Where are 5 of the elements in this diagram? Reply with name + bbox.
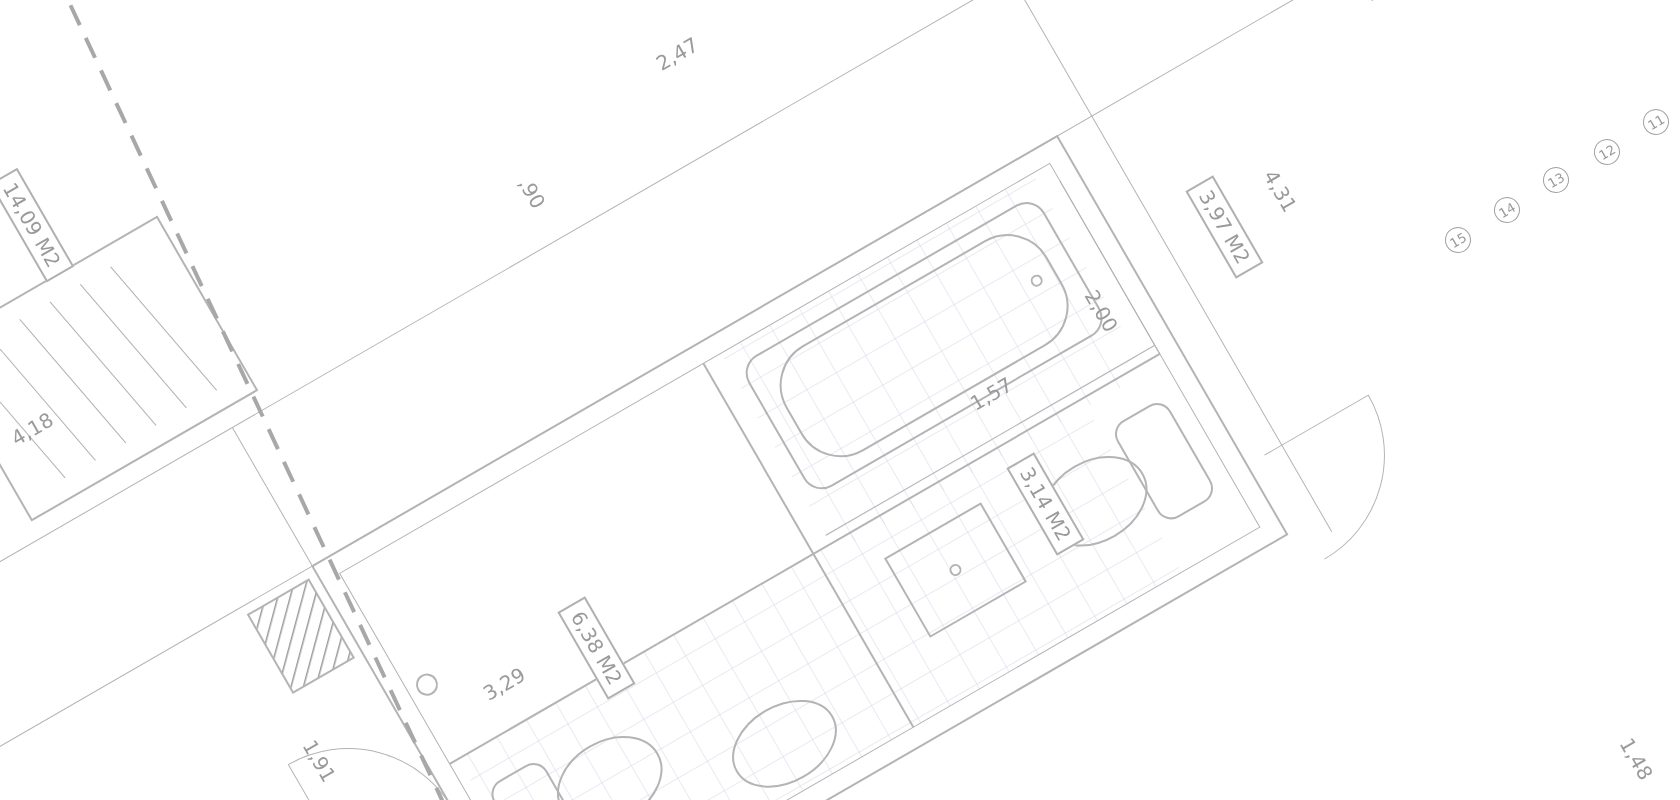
dimension-label: ,90 — [515, 174, 549, 212]
dimension-label: 2,47 — [652, 34, 702, 74]
dimension-label: 1,57 — [966, 374, 1016, 414]
dimension-label: 3,29 — [479, 664, 529, 704]
dimension-label: 4,18 — [7, 409, 57, 449]
